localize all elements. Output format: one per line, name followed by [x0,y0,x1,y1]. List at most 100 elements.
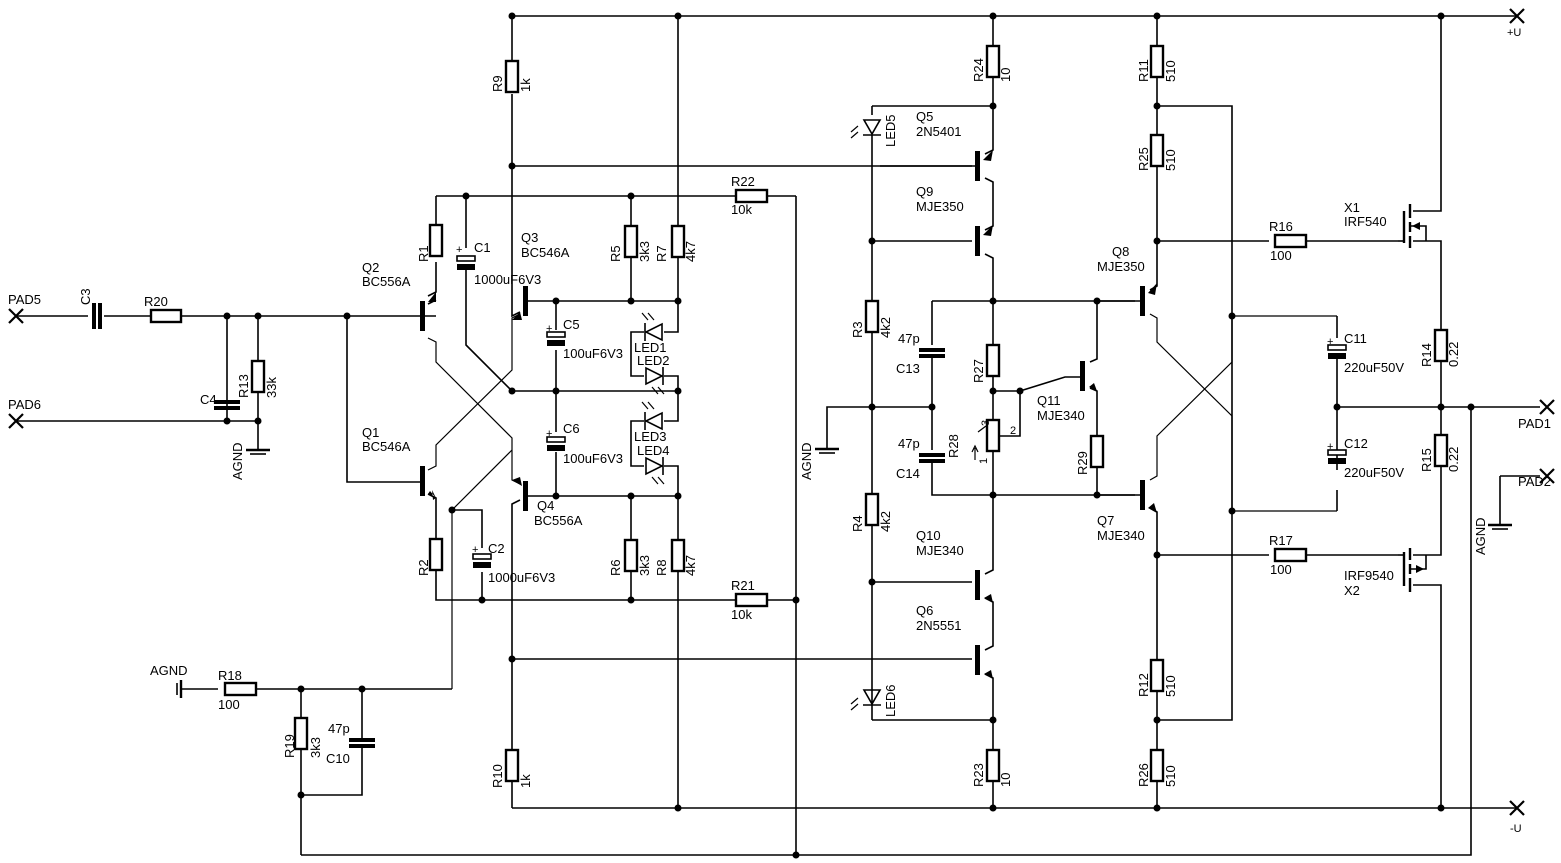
junction-dot [989,12,997,20]
val-R18: 100 [218,697,240,712]
pad-label: PAD2 [1518,474,1551,489]
ref-C5: C5 [563,317,580,332]
capacitors [92,255,1347,748]
resistor-R20 [149,308,183,324]
ref-Q11: Q11 [1037,393,1061,408]
transistor-Q9-base [975,226,980,256]
ref-R7: R7 [654,245,669,262]
pad-label: +U [1507,27,1521,39]
resistor-R19 [293,716,309,751]
pad-PAD5-icon[interactable] [8,308,24,324]
val-R6: 3k3 [637,555,652,576]
plus-sign: + [472,544,478,556]
transistor-Q1-base [420,466,425,496]
ref-R3: R3 [850,321,865,338]
ref-Q9: Q9 [916,184,933,199]
resistor-R24 [985,44,1001,79]
part-Q9: MJE350 [916,199,964,214]
val-C1: 1000uF6V3 [474,272,541,287]
capacitor-C2 [472,553,492,568]
pad-PAD2-icon[interactable] [1539,468,1555,484]
junction-dot [1016,387,1024,395]
ref-C3: C3 [78,288,93,305]
ref-R17: R17 [1269,533,1293,548]
resistor-R6 [623,538,639,573]
ground-symbols [176,440,1512,698]
ref-Q8: Q8 [1112,244,1129,259]
junction-dot [1153,12,1161,20]
ref-R28: R28 [946,434,961,458]
part-Q3: BC546A [521,245,570,260]
ref-C11: C11 [1344,331,1367,346]
val-C5: 100uF6V3 [563,346,623,361]
junction-dot [627,192,635,200]
junction-dot [254,417,262,425]
junction-dot [1437,12,1445,20]
val-R12: 510 [1163,675,1178,697]
ref-Q10: Q10 [916,528,941,543]
ref-R19: R19 [282,734,297,758]
val-R15: 0.22 [1446,447,1461,472]
val-C13: 47p [898,331,920,346]
resistor-R2 [428,537,444,572]
val-R11: 510 [1163,60,1178,82]
ref-C13: C13 [896,361,920,376]
junction-dot [223,312,231,320]
junction-dot [1228,507,1236,515]
val-C2: 1000uF6V3 [488,570,555,585]
junction-dot [674,804,682,812]
resistor-R11 [1149,44,1165,79]
junction-dot [627,596,635,604]
ref-LED4: LED4 [637,443,670,458]
junction-dot [989,387,997,395]
ref-C10: C10 [326,751,350,766]
resistor-R21 [734,592,769,608]
ref-Q4: Q4 [537,498,554,513]
transistor-Q7-base [1140,480,1145,510]
agnd-label: AGND [1473,517,1488,555]
ref-R8: R8 [654,559,669,576]
transistor-Q8-base [1140,286,1145,316]
ref-R12: R12 [1136,673,1151,697]
ref-C14: C14 [896,466,920,481]
junction-dot [868,578,876,586]
capacitor-C12 [1327,449,1347,464]
mosfet-X1 [1398,204,1427,248]
ref-C12: C12 [1344,436,1368,451]
pad-PAD6-icon[interactable] [8,413,24,429]
ref-R23: R23 [971,763,986,787]
transistors [420,150,1427,679]
transistor-Q11-base [1080,361,1085,391]
junction-dot [792,596,800,604]
pad-label: -U [1510,823,1522,835]
part-Q5: 2N5401 [916,124,962,139]
agnd-icon [815,440,839,454]
trimmer-pin-label: 2 [1010,425,1016,437]
mosfet-X2 [1398,548,1427,592]
junction-dot [552,387,560,395]
junction-dot [1333,403,1341,411]
junction-dot [254,312,262,320]
val-R21: 10k [731,607,752,622]
junction-dot [1153,237,1161,245]
junction-dot [1437,403,1445,411]
resistor-R22 [734,188,769,204]
ref-LED5: LED5 [883,114,898,147]
junction-dot [1153,551,1161,559]
led-LED4 [645,456,665,485]
led-LED5 [850,119,882,139]
ref-R13: R13 [236,374,251,398]
ref-R11: R11 [1136,59,1151,82]
plus-sign: + [456,244,462,256]
val-R22: 10k [731,202,752,217]
val-R23: 10 [998,773,1013,787]
transistor-Q6-base [975,645,980,675]
agnd-label: AGND [230,442,245,480]
resistor-R25 [1149,133,1165,168]
junction-dot [508,162,516,170]
junction-dot [1228,312,1236,320]
pad-PAD1-icon[interactable] [1539,399,1555,415]
val-R14: 0.22 [1446,342,1461,367]
capacitor-C13 [919,348,945,358]
